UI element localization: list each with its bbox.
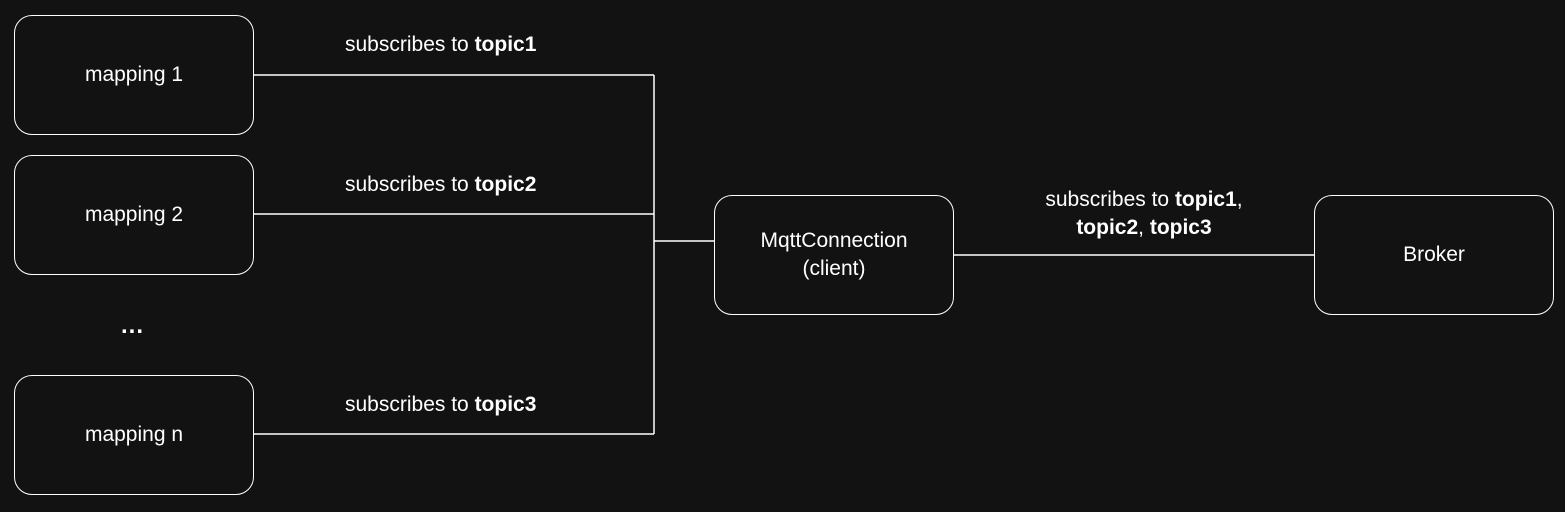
mapping-n-node: mapping n [14,375,254,495]
edge-label-topic: topic2 [474,173,537,196]
edge-label-broker-line2: topic2, topic3 [1004,214,1284,242]
mapping-n-label: mapping n [84,423,184,446]
edge-label-broker: subscribes to topic1, topic2, topic3 [1004,186,1284,242]
mapping-ellipsis: ... [121,312,145,339]
client-label-line1: MqttConnection [760,229,908,252]
edge-label-topic: topic1 [474,33,537,56]
edge-label-mapping-n: subscribes to topic3 [345,391,536,419]
edge-label-topic: topic3 [1149,216,1212,239]
edge-label-topic: topic1 [1174,188,1237,211]
edge-label-broker-line1: subscribes to topic1, [1004,186,1284,214]
edge-label-topic: topic3 [474,393,537,416]
broker-label: Broker [1403,243,1465,266]
edge-label-separator: , [1236,188,1243,211]
client-label-line2: (client) [802,257,866,280]
edge-label-mapping-1: subscribes to topic1 [345,31,536,59]
client-node: MqttConnection (client) [714,195,954,315]
edge-label-prefix: subscribes to [345,33,475,56]
mapping-2-label: mapping 2 [84,203,184,226]
mapping-1-label: mapping 1 [84,63,184,86]
broker-node: Broker [1314,195,1554,315]
mapping-2-node: mapping 2 [14,155,254,275]
edge-label-mapping-2: subscribes to topic2 [345,171,536,199]
edge-label-prefix: subscribes to [345,393,475,416]
edge-label-prefix: subscribes to [345,173,475,196]
edge-label-topic: topic2 [1076,216,1139,239]
edge-label-separator: , [1138,216,1150,239]
mapping-1-node: mapping 1 [14,15,254,135]
edge-label-prefix: subscribes to [1045,188,1175,211]
